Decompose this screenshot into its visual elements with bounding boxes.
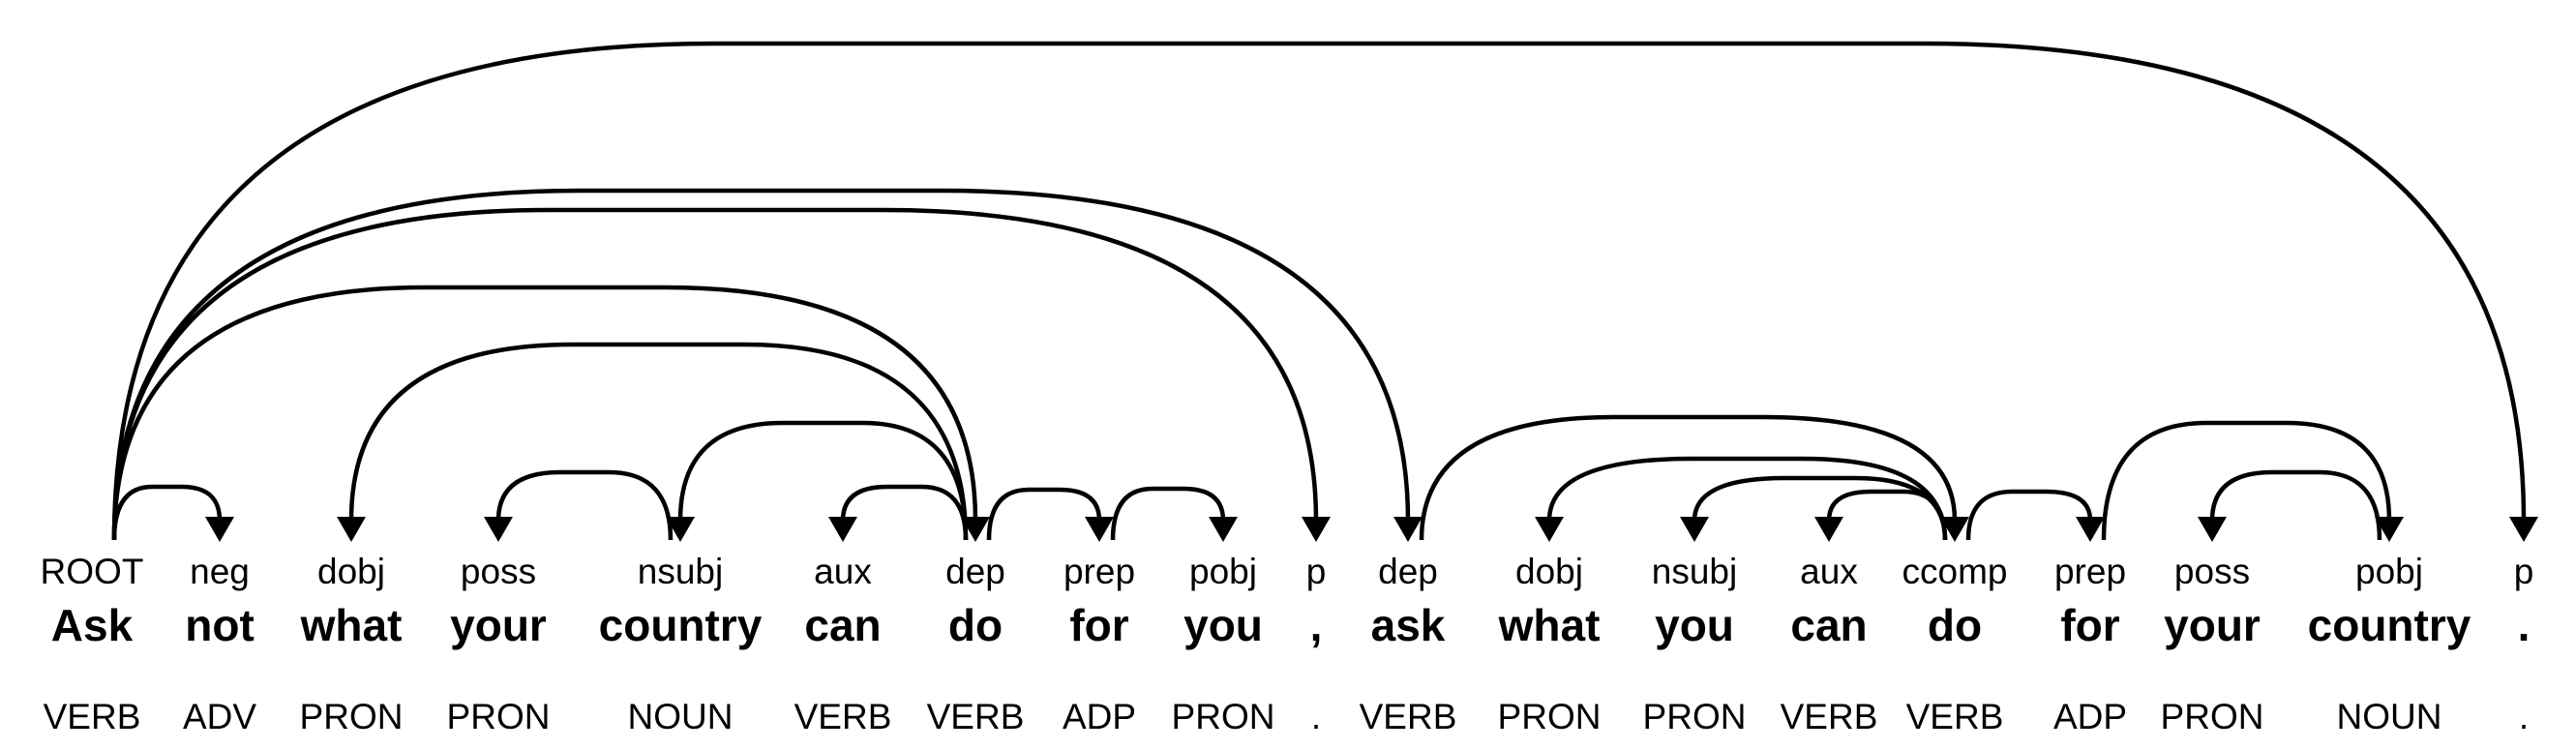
dependency-arc-aux <box>1826 489 1948 541</box>
token-word: not <box>185 600 255 650</box>
dependency-arc-aux <box>840 484 969 541</box>
token-dep-label: ROOT <box>40 552 144 591</box>
arrowhead-icon <box>666 517 695 542</box>
arrowhead-icon <box>828 517 857 542</box>
arrowhead-icon <box>2198 517 2227 542</box>
token-pos-tag: VERB <box>43 697 141 736</box>
dependency-arc-poss <box>495 469 674 541</box>
token-dep-label: prep <box>1063 552 1136 591</box>
arrowhead-icon <box>484 517 513 542</box>
token-dep-label: nsubj <box>1651 552 1738 591</box>
token-dep-label: poss <box>2173 552 2251 591</box>
arrowhead-icon <box>2509 517 2538 542</box>
arrowhead-icon <box>1209 517 1238 542</box>
token-word: what <box>1498 600 1601 650</box>
token-word: country <box>2307 600 2471 650</box>
token-pos-tag: VERB <box>1905 697 2004 736</box>
dependency-arc-dobj <box>1546 456 1948 541</box>
token-pos-tag: . <box>2518 697 2530 736</box>
dependency-arc-neg <box>111 484 223 541</box>
token-dep-label: poss <box>460 552 537 591</box>
arrowhead-icon <box>961 517 990 542</box>
dependency-arc-dobj <box>348 342 969 541</box>
arrowhead-icon <box>1302 517 1331 542</box>
token-word: your <box>450 600 547 650</box>
token-pos-tag: VERB <box>794 697 892 736</box>
token-word: can <box>1790 600 1868 650</box>
arrowhead-icon <box>1814 517 1843 542</box>
token-pos-tag: ADP <box>2052 697 2128 736</box>
token-word: do <box>1927 600 1983 650</box>
token-pos-tag: PRON <box>1497 697 1602 736</box>
token-pos-tag: . <box>1310 697 1322 736</box>
arrowhead-icon <box>1085 517 1114 542</box>
token-dep-label: dobj <box>317 552 385 591</box>
token-dep-label: p <box>2513 552 2534 591</box>
dependency-arc-p <box>111 41 2527 541</box>
token-pos-tag: PRON <box>1171 697 1275 736</box>
token-word: do <box>947 600 1003 650</box>
token-word: you <box>1655 600 1734 650</box>
token-pos-tag: PRON <box>446 697 551 736</box>
token-word: what <box>300 600 403 650</box>
token-pos-tag: NOUN <box>627 697 734 736</box>
token-dep-label: ccomp <box>1902 552 2008 591</box>
token-dep-label: p <box>1305 552 1327 591</box>
dependency-arc-pobj <box>2101 420 2392 541</box>
token-dep-label: nsubj <box>637 552 724 591</box>
token-pos-tag: ADV <box>182 697 257 736</box>
token-word: . <box>2517 600 2531 650</box>
arrowhead-icon <box>2375 517 2404 542</box>
arrowhead-icon <box>1535 517 1564 542</box>
token-dep-label: prep <box>2053 552 2127 591</box>
dependency-arc-nsubj <box>1692 475 1948 541</box>
token-pos-tag: VERB <box>926 697 1025 736</box>
token-word: can <box>804 600 882 650</box>
token-dep-label: aux <box>1800 552 1858 591</box>
token-word: Ask <box>50 600 134 650</box>
token-word: for <box>1069 600 1129 650</box>
token-word: for <box>2060 600 2120 650</box>
arrowhead-icon <box>1940 517 1969 542</box>
token-dep-label: pobj <box>1189 552 1257 591</box>
arrowhead-icon <box>2076 517 2105 542</box>
dependency-arc-prep <box>986 487 1102 541</box>
arrowhead-icon <box>1393 517 1423 542</box>
token-dep-label: dep <box>1378 552 1438 591</box>
token-pos-tag: VERB <box>1359 697 1457 736</box>
token-dep-label: dobj <box>1515 552 1583 591</box>
dependency-arc-nsubj <box>677 420 969 541</box>
token-pos-tag: PRON <box>1642 697 1747 736</box>
dependency-arc-ccomp <box>1419 414 1958 541</box>
dependency-arc-dep <box>111 285 978 541</box>
arrowhead-icon <box>205 517 234 542</box>
token-pos-tag: PRON <box>2160 697 2264 736</box>
token-word: , <box>1309 600 1323 650</box>
token-word: country <box>598 600 763 650</box>
token-dep-label: dep <box>945 552 1005 591</box>
token-dep-label: pobj <box>2355 552 2423 591</box>
arrowhead-icon <box>337 517 366 542</box>
token-pos-tag: NOUN <box>2336 697 2442 736</box>
dependency-arc-pobj <box>1110 486 1226 541</box>
token-pos-tag: ADP <box>1062 697 1137 736</box>
token-word: ask <box>1370 600 1446 650</box>
token-pos-tag: VERB <box>1780 697 1878 736</box>
dependency-arc-poss <box>2209 469 2382 541</box>
dependency-arc-p <box>111 207 1319 541</box>
token-word: your <box>2164 600 2261 650</box>
token-dep-label: aux <box>814 552 872 591</box>
dependency-arc-dep <box>111 188 1411 541</box>
token-word: you <box>1183 600 1263 650</box>
token-dep-label: neg <box>190 552 250 591</box>
arrowhead-icon <box>1680 517 1709 542</box>
dependency-arc-prep <box>1965 489 2093 541</box>
token-pos-tag: PRON <box>299 697 404 736</box>
